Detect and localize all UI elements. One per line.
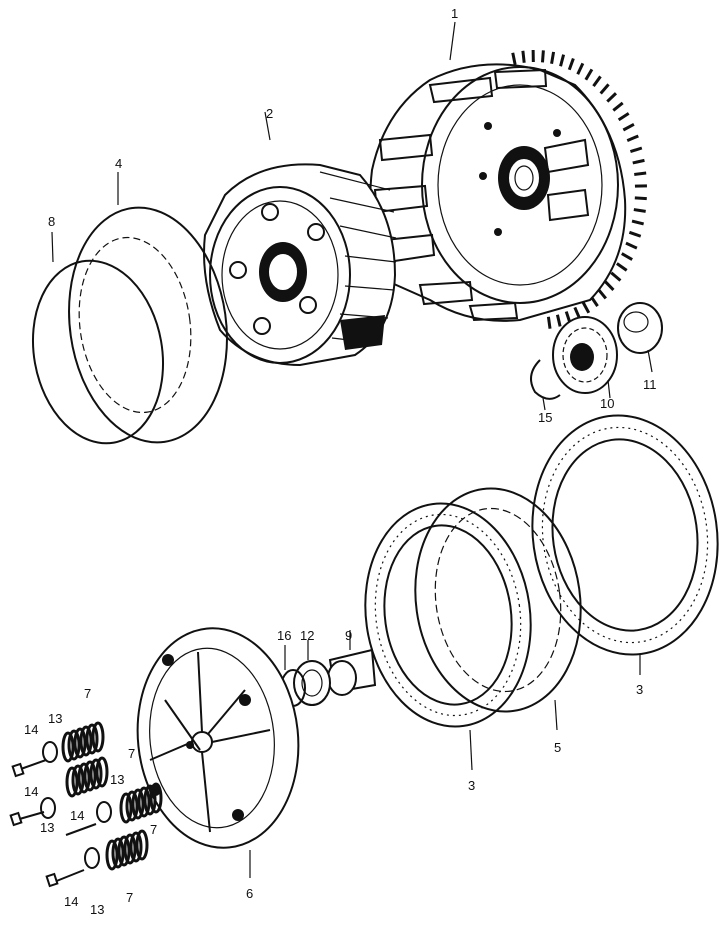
part-labels: 1 2 4 8 11 10 15 3 9 12 16 5 3 6 7 13 14… xyxy=(24,6,657,917)
clutch-outer-housing xyxy=(369,21,647,329)
label-part-13-b: 13 xyxy=(110,772,124,787)
label-part-8: 8 xyxy=(48,214,55,229)
label-part-9: 9 xyxy=(345,628,352,643)
pressure-plate xyxy=(136,627,300,878)
label-part-13-c: 13 xyxy=(40,820,54,835)
spring-set-3 xyxy=(65,782,163,836)
lifter-bearing xyxy=(293,640,331,706)
circlip xyxy=(530,359,561,411)
label-part-14-b: 14 xyxy=(24,784,38,799)
clutch-plate-b xyxy=(414,487,582,731)
label-part-14-c: 14 xyxy=(70,808,84,823)
gear-collar xyxy=(617,302,663,373)
clutch-center-hub xyxy=(203,111,397,367)
label-part-1: 1 xyxy=(451,6,458,21)
primary-drive-gear xyxy=(552,316,618,399)
snap-ring-large xyxy=(31,231,165,445)
label-part-7-c: 7 xyxy=(150,822,157,837)
label-part-5: 5 xyxy=(554,740,561,755)
label-part-3-lower: 3 xyxy=(468,778,475,793)
label-part-11: 11 xyxy=(643,377,657,392)
friction-disk-left xyxy=(364,502,532,771)
spring-set-1 xyxy=(11,721,105,778)
label-part-16: 16 xyxy=(277,628,291,643)
label-part-13-d: 13 xyxy=(90,902,104,917)
label-part-3-right: 3 xyxy=(636,682,643,697)
label-part-7-a: 7 xyxy=(84,686,91,701)
label-part-10: 10 xyxy=(600,396,614,411)
label-part-14-a: 14 xyxy=(24,722,38,737)
label-part-12: 12 xyxy=(300,628,314,643)
clutch-plate-a xyxy=(68,172,228,444)
label-part-14-d: 14 xyxy=(64,894,78,909)
label-part-4: 4 xyxy=(115,156,122,171)
lifter-piece xyxy=(327,630,377,696)
label-part-7-b: 7 xyxy=(128,746,135,761)
spring-set-4 xyxy=(45,829,149,888)
spring-set-2 xyxy=(9,756,109,827)
label-part-7-d: 7 xyxy=(126,890,133,905)
label-part-15: 15 xyxy=(538,410,552,425)
label-part-13-a: 13 xyxy=(48,711,62,726)
label-part-6: 6 xyxy=(246,886,253,901)
label-part-2: 2 xyxy=(266,106,273,121)
friction-disk-right xyxy=(531,414,719,675)
